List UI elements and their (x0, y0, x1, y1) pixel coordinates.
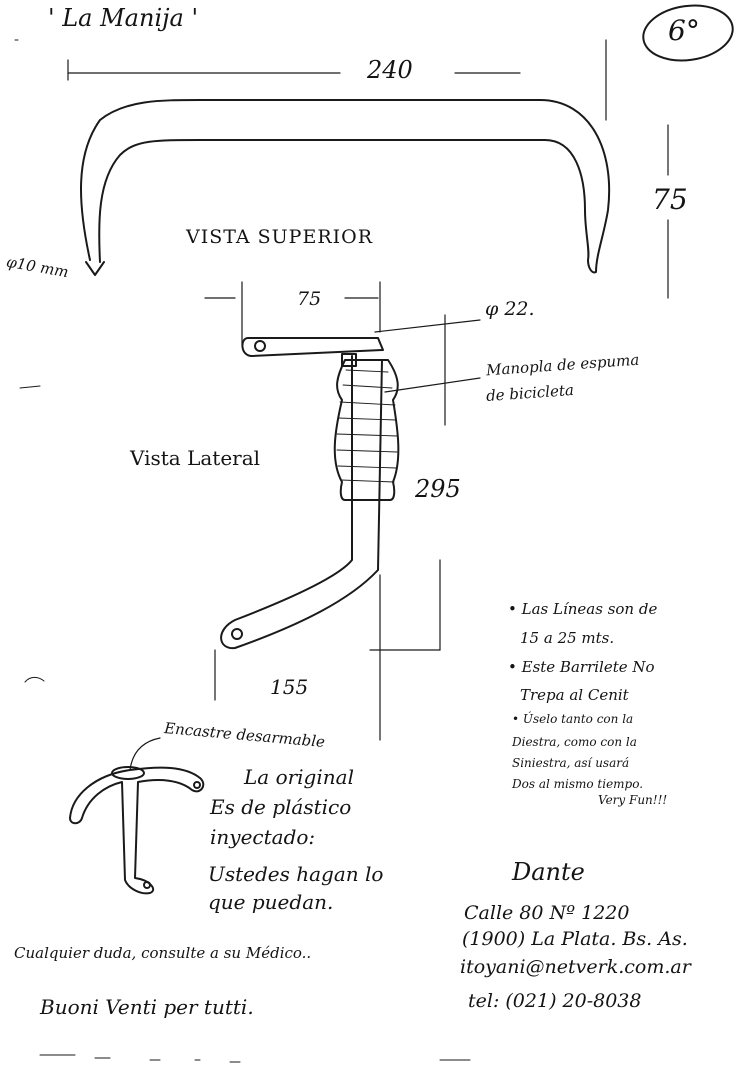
note-line-4: Trepa al Cenit (520, 686, 629, 704)
grip-diameter-label: φ 22. (485, 298, 535, 320)
note-line-7: Siniestra, así usará (512, 756, 630, 770)
page-number: 6° (668, 14, 700, 47)
top-view-handle (80, 99, 611, 276)
foam-grip (333, 353, 400, 501)
original-line-1: La original (244, 765, 354, 789)
author-email: itoyani@netverk.com.ar (460, 956, 691, 978)
note-line-8: Dos al mismo tiempo. (512, 777, 644, 791)
note-line-1: • Las Líneas son de (508, 600, 658, 618)
author-address-1: Calle 80 Nº 1220 (464, 902, 630, 924)
author-phone: tel: (021) 20-8038 (468, 990, 642, 1012)
note-line-6: Diestra, como con la (512, 735, 637, 749)
footer-doubt: Cualquier duda, consulte a su Médico.. (14, 944, 312, 962)
side-view-handle (220, 337, 384, 650)
side-dimension-lines (204, 281, 481, 741)
original-line-4: Ustedes hagan lo (208, 862, 384, 886)
footer-farewell: Buoni Venti per tutti. (40, 995, 254, 1019)
drawing-title: ' La Manija ' (48, 4, 199, 32)
top-view-label: VISTA SUPERIOR (186, 226, 374, 248)
original-line-2: Es de plástico (210, 795, 352, 819)
sheet-specks (14, 39, 471, 1063)
original-line-3: inyectado: (210, 825, 316, 849)
note-line-2: 15 a 25 mts. (520, 629, 615, 647)
note-line-3: • Este Barrilete No (508, 658, 655, 676)
author-address-2: (1900) La Plata. Bs. As. (462, 928, 688, 950)
author-name: Dante (512, 858, 585, 886)
page-number-circle (642, 4, 734, 62)
side-view-label: Vista Lateral (130, 446, 261, 470)
note-line-5: • Úselo tanto con la (512, 712, 634, 726)
side-height-label: 295 (415, 475, 461, 503)
side-width-label: 75 (297, 288, 322, 310)
bottom-length-label: 155 (270, 675, 309, 699)
original-line-5: que puedan. (208, 890, 334, 914)
height-dimension-label: 75 (652, 183, 688, 216)
width-dimension-label: 240 (367, 56, 413, 84)
joint-sketch (69, 737, 205, 895)
note-line-9: Very Fun!!! (598, 793, 668, 807)
width-dimension-line (67, 39, 607, 121)
